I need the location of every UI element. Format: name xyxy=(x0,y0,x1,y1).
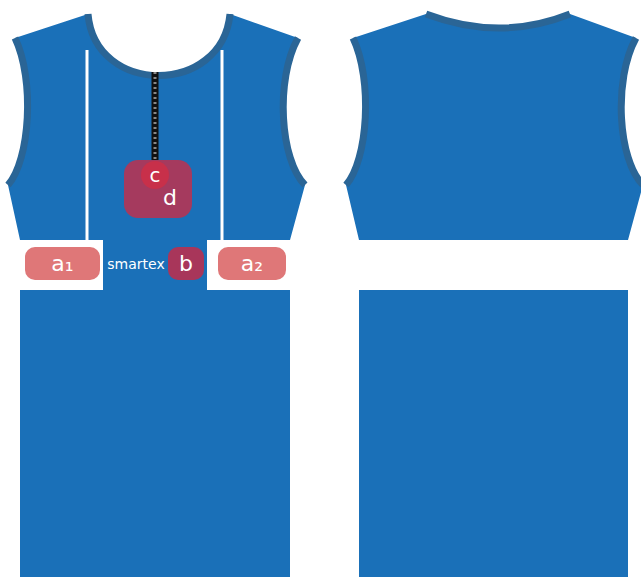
seam-line xyxy=(221,50,224,240)
seam-line xyxy=(86,50,89,240)
front-vest xyxy=(8,14,305,577)
logo-text: smartex xyxy=(107,257,164,271)
back-neckline xyxy=(426,14,570,28)
front-armhole xyxy=(283,38,305,185)
back-armhole xyxy=(346,38,366,185)
callout-letter: a₁ xyxy=(51,253,73,275)
sensor-circle: c xyxy=(141,161,169,189)
callout-letter: c xyxy=(150,165,161,185)
callout-letter: d xyxy=(163,187,177,209)
sensor-patch: a₁ xyxy=(25,247,100,280)
callout-letter: a₂ xyxy=(241,253,263,275)
logo-panel xyxy=(103,238,207,292)
front-armhole xyxy=(8,38,28,185)
back-band xyxy=(359,240,628,290)
back-armhole xyxy=(621,38,641,185)
sensor-patch: a₂ xyxy=(218,247,286,280)
sensor-patch: b xyxy=(168,247,204,280)
back-vest xyxy=(346,14,641,577)
front-neckline xyxy=(88,14,230,76)
callout-letter: b xyxy=(179,253,193,275)
